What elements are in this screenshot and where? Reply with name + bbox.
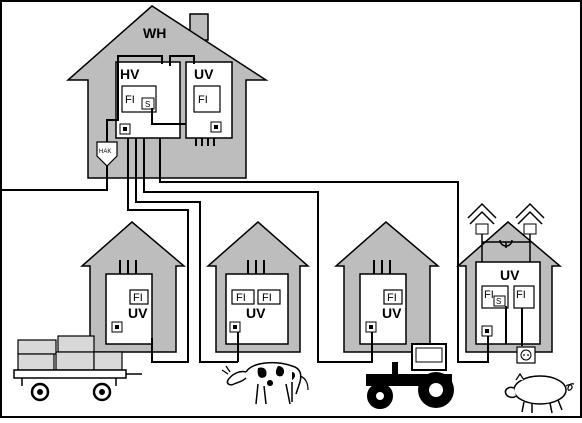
tractor-icon	[366, 343, 454, 409]
pig-legs	[521, 399, 563, 414]
hay-bale-5	[93, 351, 123, 371]
cow-head	[226, 370, 247, 386]
building-4-internal-wiring	[505, 306, 523, 346]
vent-fan-1	[475, 223, 489, 235]
building-1: FI UV	[80, 221, 187, 353]
vent-fan-2	[523, 223, 537, 235]
building-4-fi-label-2: FI	[516, 289, 526, 301]
hv-to-house-uv-cable	[151, 108, 186, 125]
building-4-s-switch	[493, 295, 506, 307]
building-2-socket-dot	[233, 325, 237, 329]
trailer-bed	[13, 369, 127, 379]
house-fi-label: FI	[198, 94, 208, 106]
building-2-outgoing-wires	[247, 260, 265, 274]
outlet-icon	[516, 346, 536, 364]
cable-to-building-3	[143, 138, 373, 363]
pig-ear	[515, 372, 525, 381]
main-house-label: WH	[143, 25, 166, 41]
hak-box	[96, 141, 118, 167]
main-socket-dot	[123, 127, 127, 131]
building-2-uv-label: UV	[246, 305, 266, 321]
main-s-label: S	[145, 100, 150, 109]
tractor-window	[415, 347, 443, 363]
main-fi-label: FI	[125, 94, 135, 106]
building-1-socket-dot	[115, 325, 119, 329]
grid-feed-cable	[2, 166, 108, 191]
cable-to-building-2	[135, 138, 238, 363]
building-3-fi-label: FI	[387, 292, 397, 304]
pig-head	[504, 386, 517, 399]
pig-body	[513, 375, 567, 405]
building-2-fi-switch-2	[257, 289, 281, 305]
building-3: FI UV	[334, 221, 441, 353]
trailer-hub-1	[37, 389, 43, 395]
building-4-socket-dot	[485, 329, 489, 333]
hak-to-hv-cable	[106, 55, 163, 142]
house-socket-dot	[214, 125, 218, 129]
building-4: UV FI S FI	[456, 202, 563, 364]
vent-hood-2-inner	[517, 210, 543, 225]
building-4-fi-label-1: FI	[484, 289, 494, 301]
building-3-fi-switch	[383, 289, 403, 305]
building-4-fi-switch-2	[513, 285, 535, 309]
trailer-struts	[21, 378, 117, 386]
house-fi-switch	[193, 85, 221, 113]
hay-bale-2	[57, 335, 95, 353]
pig-icon	[504, 372, 575, 414]
building-3-socket-dot	[369, 325, 373, 329]
pig-tail	[565, 383, 575, 391]
cables	[2, 55, 523, 363]
tractor-front-hub	[376, 392, 384, 400]
hak-label: HAK	[99, 149, 111, 155]
main-distribution-label: HV	[120, 66, 140, 82]
tractor-rear-hub	[429, 383, 443, 397]
building-1-outgoing-wires	[119, 260, 137, 274]
building-3-outgoing-wires	[373, 260, 391, 274]
house-sub-distribution-label: UV	[194, 66, 214, 82]
building-2-fi-switch-1	[231, 289, 255, 305]
building-1-fi-label: FI	[133, 292, 143, 304]
outlet-pin-1	[523, 354, 525, 356]
vent-hood-2	[515, 202, 545, 219]
building-4-uv-label: UV	[500, 267, 520, 283]
building-4-s-label: S	[496, 297, 501, 306]
building-2: FI FI UV	[206, 221, 310, 353]
cow-spots	[257, 366, 295, 386]
main-house: WH HV FI S UV FI HAK	[66, 5, 269, 179]
cable-to-building-4	[159, 138, 489, 363]
hay-bale-4	[55, 351, 95, 371]
cow-tail	[299, 375, 309, 391]
cable-to-building-1	[127, 138, 189, 363]
hay-trailer	[13, 335, 142, 402]
vent-hood-1-inner	[469, 210, 495, 225]
cow-horns	[221, 365, 231, 375]
hay-bale-3	[17, 353, 55, 371]
vent-wiring	[481, 234, 531, 264]
main-s-switch	[141, 97, 155, 110]
building-3-uv-label: UV	[382, 305, 402, 321]
hv-upper-link	[169, 55, 195, 66]
house-outgoing-wires	[195, 138, 215, 146]
cow-icon	[221, 361, 309, 405]
building-2-fi-label-1: FI	[236, 292, 246, 304]
trailer-hub-2	[99, 389, 105, 395]
outlet-ring	[520, 349, 532, 361]
hay-bale-1	[17, 339, 57, 355]
building-1-uv-label: UV	[128, 305, 148, 321]
tractor-exhaust	[392, 362, 398, 374]
building-2-fi-label-2: FI	[262, 292, 272, 304]
cow-body	[245, 361, 302, 405]
vent-hood-1	[467, 202, 497, 219]
outlet-pin-2	[527, 354, 529, 356]
building-1-fi-switch	[129, 289, 149, 305]
